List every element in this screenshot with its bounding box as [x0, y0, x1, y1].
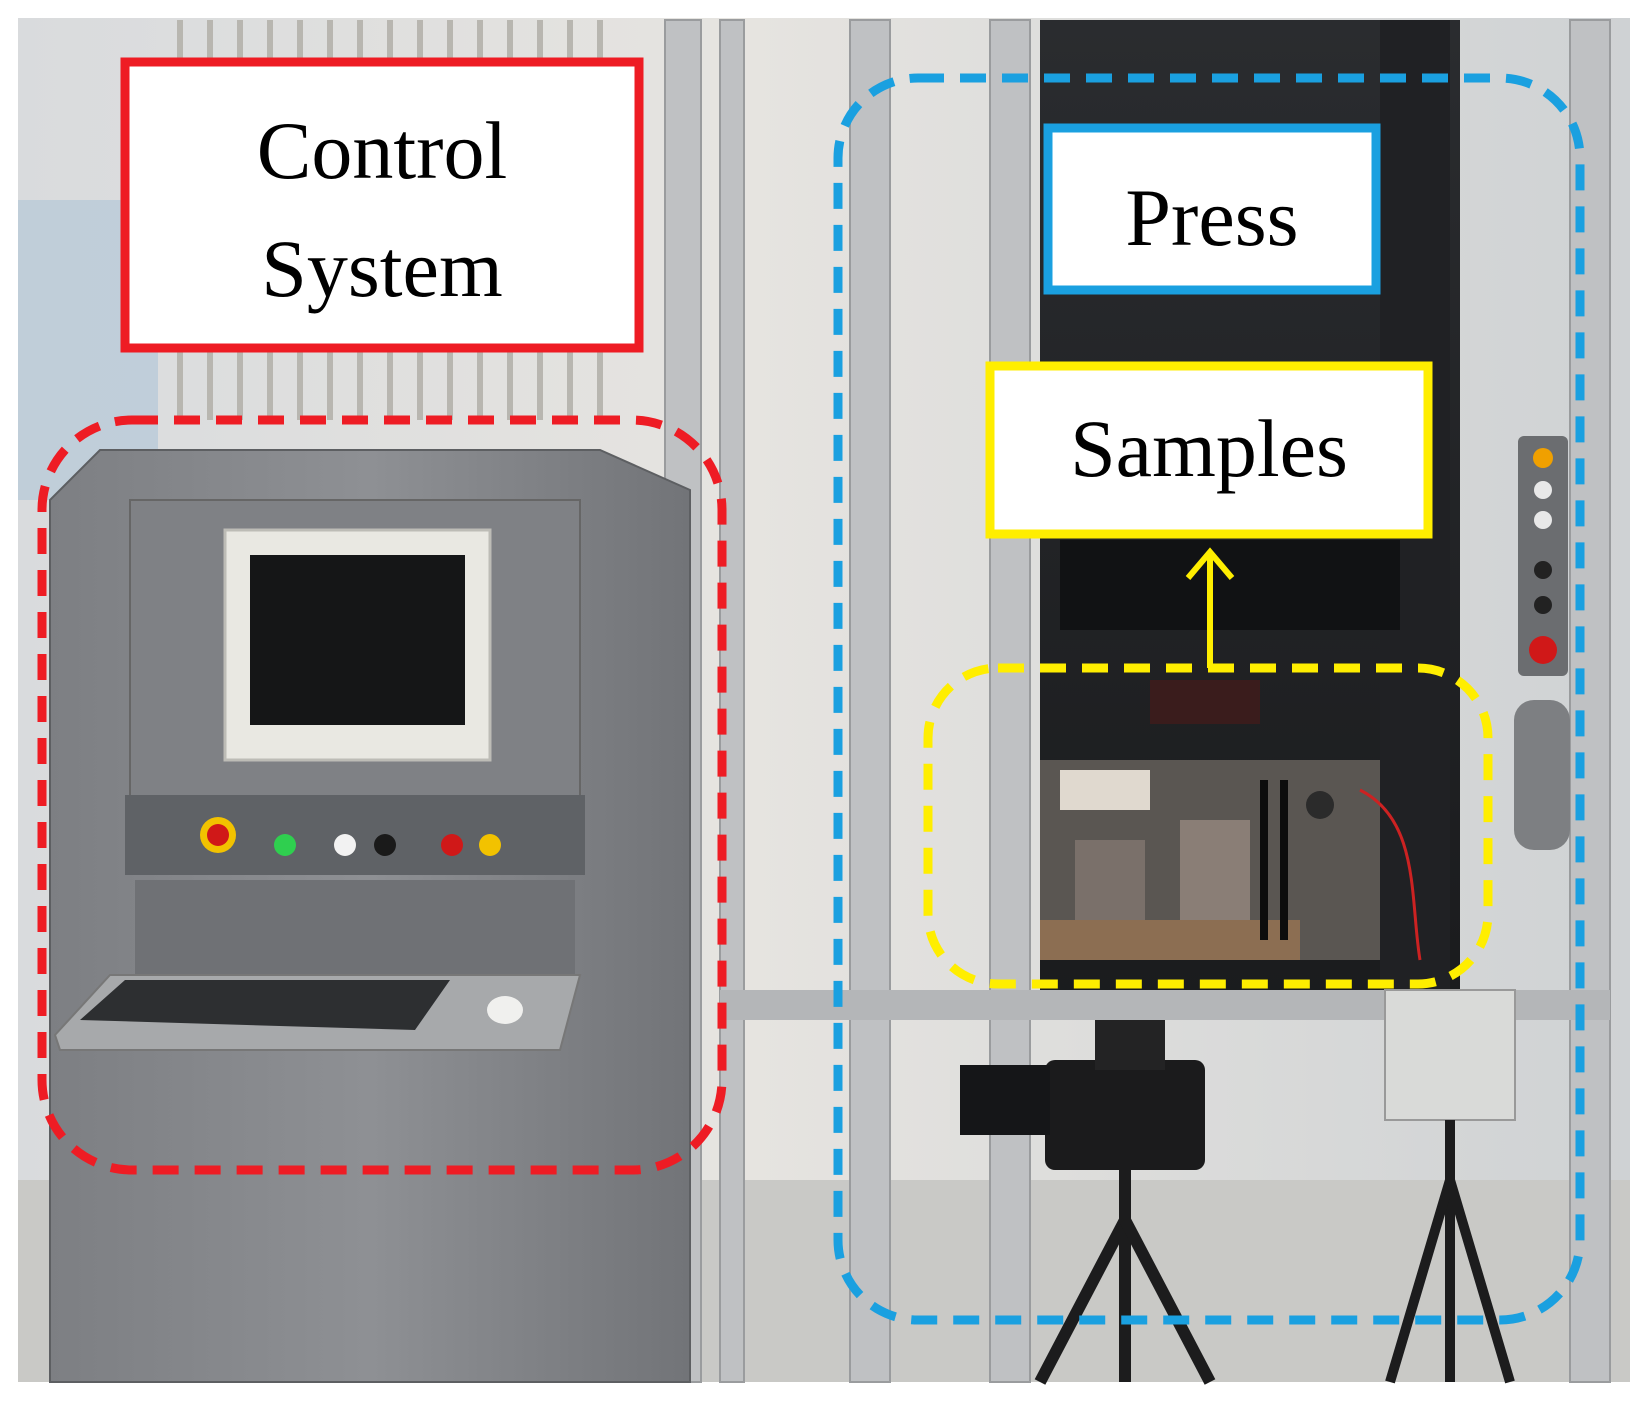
samples-label-box [985, 361, 1433, 539]
cable [1280, 780, 1288, 940]
chamber-light [1060, 770, 1150, 810]
control-system-label-box [120, 57, 644, 353]
tripod [1034, 1170, 1216, 1385]
pendant-button-icon [1534, 596, 1552, 614]
monitor-screen [250, 555, 465, 725]
light-box [1384, 989, 1516, 1121]
samples-label: Samples [1070, 403, 1348, 494]
control-system-label-line1: Control [257, 105, 508, 196]
camera-screen [960, 1065, 1050, 1135]
camera-top [1095, 1020, 1165, 1070]
pendant-button-icon [1534, 511, 1552, 529]
estop-icon [207, 824, 229, 846]
control-system-region [37, 415, 727, 1175]
keyboard [80, 980, 450, 1030]
control-system-label-line2: System [261, 223, 502, 314]
press-label-box [1043, 123, 1381, 295]
camera [1045, 1060, 1205, 1170]
yellow-button-icon [479, 834, 501, 856]
control-cabinet [49, 449, 691, 1383]
red-button-icon [441, 834, 463, 856]
pendant-button-icon [1534, 481, 1552, 499]
red-cable [1359, 788, 1422, 961]
sample-base [1040, 920, 1300, 960]
pendant-button-icon [1534, 561, 1552, 579]
pendant-estop-icon [1529, 636, 1557, 664]
samples-arrow [1185, 547, 1235, 668]
button-panel [125, 795, 585, 875]
black-button-icon [374, 834, 396, 856]
press-label: Press [1125, 172, 1298, 263]
mouse [487, 996, 523, 1024]
white-button-icon [334, 834, 356, 856]
gauge [1306, 791, 1334, 819]
press-region [833, 73, 1585, 1325]
control-pendant [1518, 436, 1568, 676]
tripod [1385, 1120, 1515, 1384]
crosshead [1060, 540, 1400, 630]
cable [1260, 780, 1268, 940]
handheld-controller [1514, 700, 1570, 850]
mts-badge [1150, 680, 1260, 724]
pendant-light-icon [1533, 448, 1553, 468]
green-button-icon [274, 834, 296, 856]
